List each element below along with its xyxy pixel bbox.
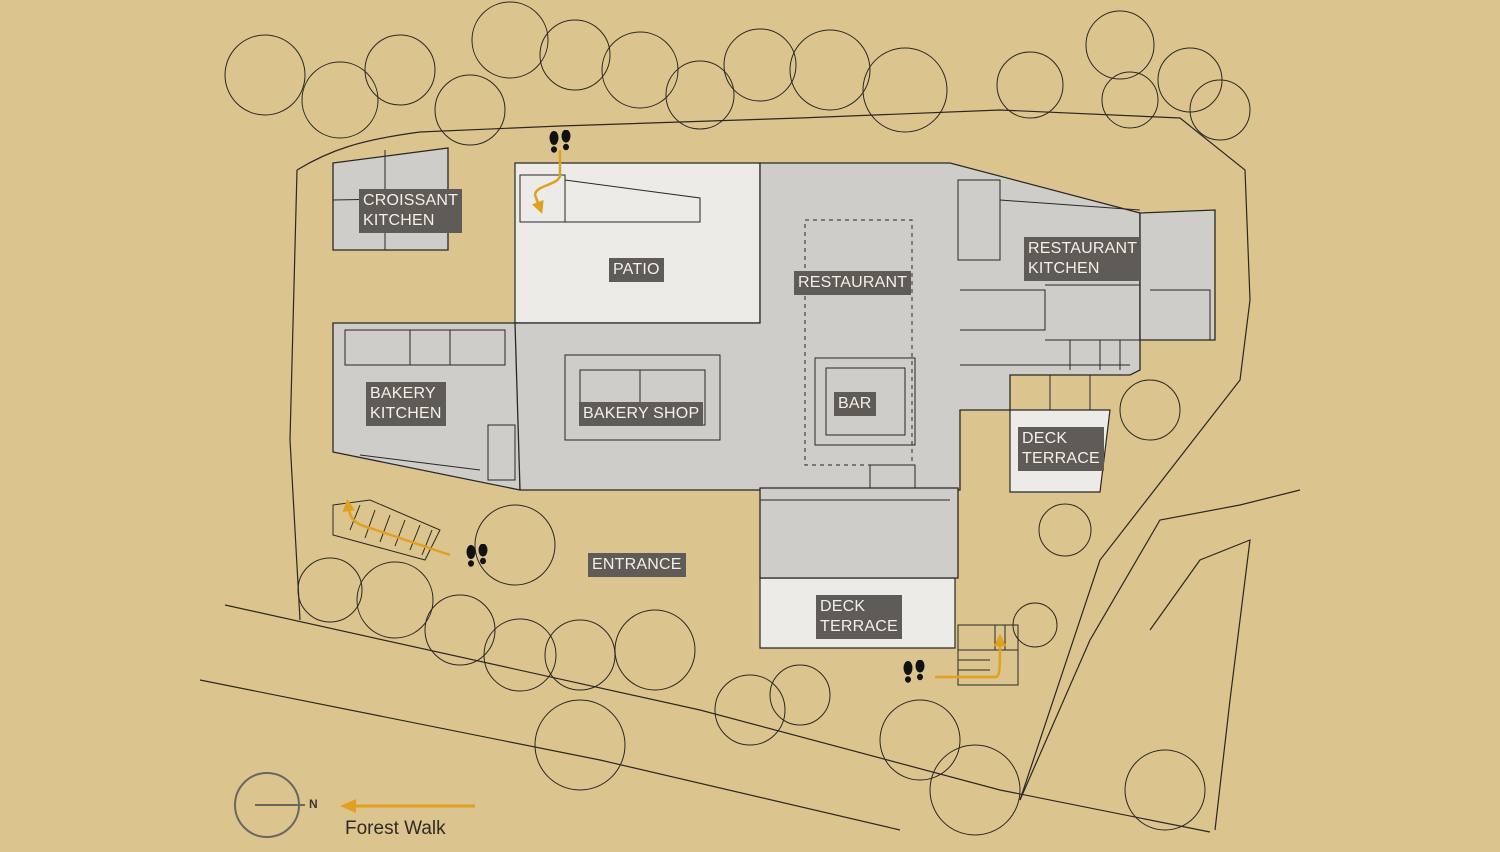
legend-forest-walk: Forest Walk	[345, 818, 446, 839]
label-restaurant-kitchen: RESTAURANT KITCHEN	[1024, 237, 1142, 281]
site-boundary	[199, 109, 1301, 833]
label-deck-terrace-east: DECK TERRACE	[1018, 427, 1104, 471]
legend-graphics	[234, 772, 475, 838]
route-south-arrow	[935, 633, 1007, 679]
footprints-icon	[466, 544, 488, 567]
label-entrance: ENTRANCE	[588, 553, 686, 577]
label-bakery-shop: BAKERY SHOP	[579, 402, 704, 426]
stairs	[332, 499, 1019, 686]
label-croissant-kitchen: CROISSANT KITCHEN	[359, 189, 463, 233]
north-letter: N	[309, 797, 318, 811]
trees	[224, 1, 1251, 836]
label-patio: PATIO	[609, 258, 664, 282]
label-deck-terrace-south: DECK TERRACE	[816, 595, 902, 639]
north-arrow-icon	[234, 772, 305, 838]
south-hall-block	[759, 487, 959, 579]
restaurant-kitchen-annex	[1139, 209, 1216, 341]
outdoor-areas	[514, 162, 1111, 649]
patio-area	[514, 162, 761, 324]
route-west-arrow	[342, 498, 451, 557]
interior-lines	[332, 150, 1211, 501]
arrow-left-icon	[340, 799, 475, 813]
forest-walk-route	[342, 130, 1007, 683]
route-north-arrow	[531, 150, 562, 214]
label-restaurant: RESTAURANT	[794, 271, 912, 295]
footprints-icon	[903, 660, 925, 683]
label-bar: BAR	[834, 392, 876, 416]
footprints-icon	[549, 130, 571, 153]
building	[332, 147, 1216, 579]
label-bakery-kitchen: BAKERY KITCHEN	[366, 382, 446, 426]
